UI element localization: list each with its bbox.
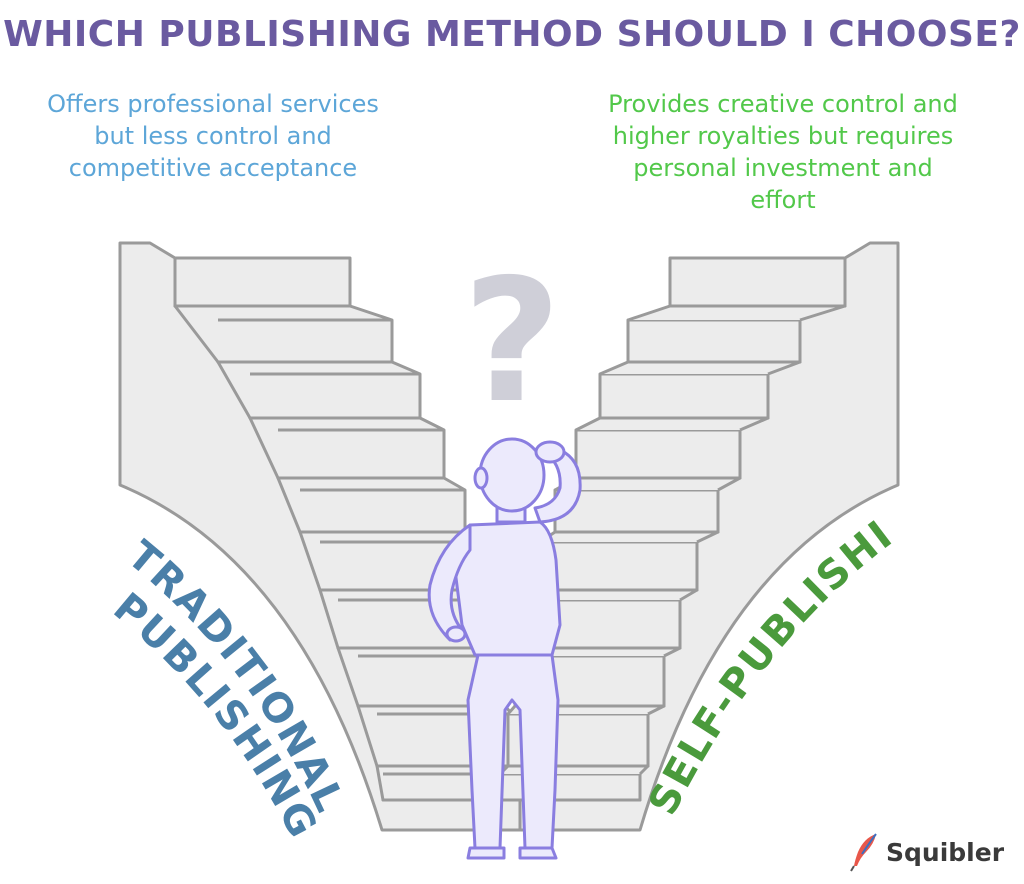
squibler-brand: Squibler: [846, 828, 1004, 876]
question-mark-icon: ?: [463, 243, 562, 441]
quill-icon: [846, 832, 880, 872]
brand-name: Squibler: [886, 838, 1004, 867]
